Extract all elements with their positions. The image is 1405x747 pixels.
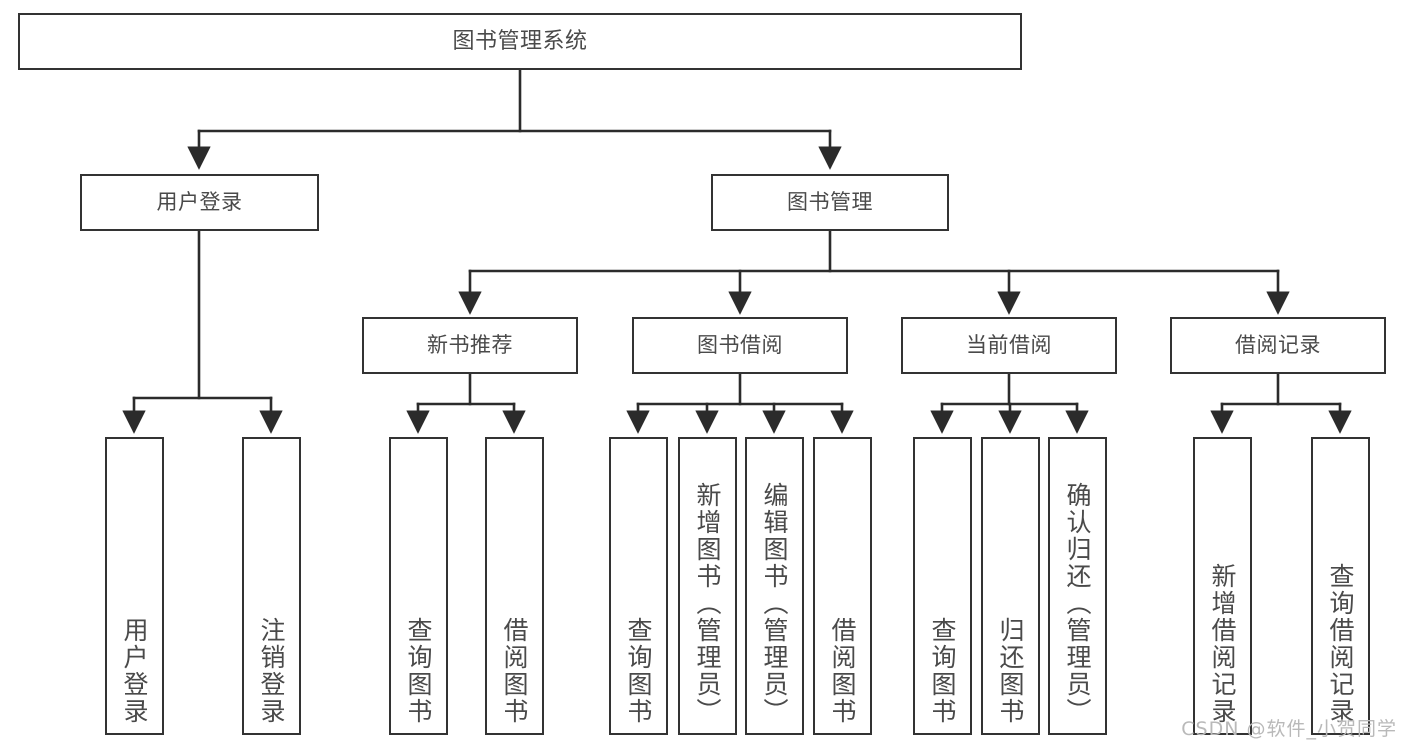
node-borrow-record[interactable]: 借阅记录 [1170,317,1386,374]
node-user-login[interactable]: 用户登录 [80,174,319,231]
node-label: 用户登录 [120,617,149,725]
node-label: 查询图书 [404,617,433,725]
node-leaf-logout-login[interactable]: 注销登录 [242,437,301,735]
node-label: 图书管理 [787,190,873,215]
node-root-book-management-system[interactable]: 图书管理系统 [18,13,1022,70]
node-label: 查询图书 [624,617,653,725]
node-label: 新增图书（管理员） [693,482,722,725]
node-label: 编辑图书（管理员） [760,482,789,725]
node-leaf-query-book-3[interactable]: 查询图书 [913,437,972,735]
csdn-watermark: CSDN @软件_小贺同学 [1181,718,1397,740]
node-current-borrow[interactable]: 当前借阅 [901,317,1117,374]
node-label: 图书管理系统 [452,28,588,54]
node-leaf-user-login[interactable]: 用户登录 [105,437,164,735]
node-leaf-confirm-return[interactable]: 确认归还（管理员） [1048,437,1107,735]
node-leaf-edit-book[interactable]: 编辑图书（管理员） [745,437,804,735]
node-label: 借阅记录 [1235,333,1321,358]
node-leaf-add-record[interactable]: 新增借阅记录 [1193,437,1252,735]
node-label: 借阅图书 [828,617,857,725]
node-leaf-query-book-2[interactable]: 查询图书 [609,437,668,735]
node-leaf-return-book[interactable]: 归还图书 [981,437,1040,735]
node-label: 借阅图书 [500,617,529,725]
node-label: 确认归还（管理员） [1063,482,1092,725]
node-label: 查询借阅记录 [1326,563,1355,725]
node-label: 查询图书 [928,617,957,725]
node-label: 新书推荐 [427,333,513,358]
node-book-management[interactable]: 图书管理 [711,174,949,231]
node-leaf-query-book-1[interactable]: 查询图书 [389,437,448,735]
node-leaf-query-record[interactable]: 查询借阅记录 [1311,437,1370,735]
node-label: 归还图书 [996,617,1025,725]
node-book-borrow[interactable]: 图书借阅 [632,317,848,374]
node-leaf-add-book[interactable]: 新增图书（管理员） [678,437,737,735]
node-label: 图书借阅 [697,333,783,358]
node-label: 用户登录 [156,190,243,215]
node-leaf-borrow-book-2[interactable]: 借阅图书 [813,437,872,735]
node-label: 注销登录 [257,617,286,725]
node-new-book-recommend[interactable]: 新书推荐 [362,317,578,374]
node-leaf-borrow-book-1[interactable]: 借阅图书 [485,437,544,735]
node-label: 当前借阅 [966,333,1052,358]
node-label: 新增借阅记录 [1208,563,1237,725]
